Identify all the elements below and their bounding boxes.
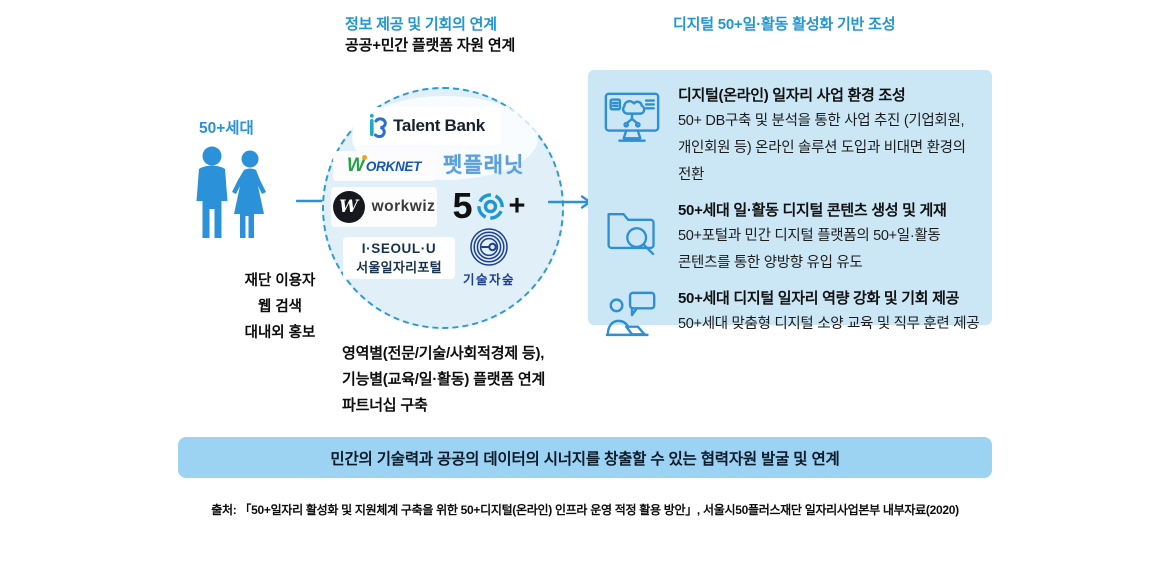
section-subtitle-left: 공공+민간 플랫폼 자원 연계 [345, 37, 516, 54]
seoul-job-portal-label: 서울일자리포털 [356, 259, 442, 275]
panel-item-text: 디지털(온라인) 일자리 사업 환경 조성 50+ DB구축 및 분석을 통한 … [678, 82, 982, 189]
inflow-note-line: 대내외 홍보 [244, 325, 316, 341]
section-title-right: 디지털 50+일·활동 활성화 기반 조성 [673, 16, 896, 33]
worknet-dot-icon [361, 155, 367, 160]
tech-forest-rings-icon [470, 228, 508, 266]
worknet-label: ORKNET [365, 158, 422, 174]
fifty-plus-sign: + [508, 189, 526, 222]
panel-item-body-line: 50+포털과 민간 디지털 플랫폼의 50+일·활동 [678, 228, 941, 244]
person-chat-icon [600, 285, 664, 345]
workwiz-label: workwiz [371, 198, 436, 215]
iseoul-label: I·SEOUL·U [361, 240, 437, 256]
inflow-note-line: 웹 검색 [257, 299, 303, 315]
tech-forest-label: 기술자숲 [462, 273, 515, 287]
folder-search-icon [600, 197, 664, 263]
hub-caption-line: 파트너십 구축 [342, 397, 428, 414]
panel-item-body-line: 개인회원 등) 온라인 솔루션 도입과 비대면 환경의 전환 [678, 140, 966, 183]
fifty-ring-icon [476, 192, 504, 220]
panel-item-title: 50+세대 디지털 일자리 역량 강화 및 기회 제공 [678, 290, 960, 307]
hub-caption: 영역별(전문/기술/사회적경제 등), 기능별(교육/일·활동) 플랫폼 연계 … [342, 341, 545, 419]
logo-tech-forest: 기술자숲 [450, 227, 528, 289]
talent-bank-label: Talent Bank [393, 116, 485, 135]
initiatives-panel: 디지털(온라인) 일자리 사업 환경 조성 50+ DB구축 및 분석을 통한 … [588, 70, 992, 337]
talent-bank-mark-icon [369, 113, 387, 138]
inflow-note: 재단 이용자 웹 검색 대내외 홍보 [206, 268, 354, 346]
monitor-cloud-icon [600, 82, 664, 148]
logo-petplanet: 펫플래닛 [443, 154, 525, 177]
inflow-note-line: 재단 이용자 [244, 273, 316, 289]
workwiz-mark-icon: W [332, 191, 365, 223]
panel-item-title: 50+세대 일·활동 디지털 콘텐츠 생성 및 게재 [678, 202, 947, 219]
source-caption: 출처: 「50+일자리 활성화 및 지원체계 구축을 위한 50+디지털(온라인… [211, 503, 959, 517]
panel-item-body-line: 50+ DB구축 및 분석을 통한 사업 추진 (기업회원, [678, 113, 965, 129]
logo-talent-bank: Talent Bank [353, 107, 501, 145]
section-title-left: 정보 제공 및 기회의 연계 [345, 16, 497, 33]
panel-item-body-line: 50+세대 맞춤형 디지털 소양 교육 및 직무 훈련 제공 [678, 316, 980, 332]
synergy-bar: 민간의 기술력과 공공의 데이터의 시너지를 창출할 수 있는 협력자원 발굴 … [178, 437, 992, 478]
panel-item-title: 디지털(온라인) 일자리 사업 환경 조성 [678, 87, 906, 104]
panel-item-environment: 디지털(온라인) 일자리 사업 환경 조성 50+ DB구축 및 분석을 통한 … [600, 82, 982, 189]
panel-item-training: 50+세대 디지털 일자리 역량 강화 및 기회 제공 50+세대 맞춤형 디지… [600, 285, 982, 345]
logo-seoul50plus: 5 + [437, 183, 541, 229]
hub-caption-line: 기능별(교육/일·활동) 플랫폼 연계 [342, 371, 546, 388]
couple-icon [188, 146, 276, 240]
panel-item-text: 50+세대 일·활동 디지털 콘텐츠 생성 및 게재 50+포털과 민간 디지털… [678, 197, 947, 277]
panel-item-contents: 50+세대 일·활동 디지털 콘텐츠 생성 및 게재 50+포털과 민간 디지털… [600, 197, 982, 277]
logo-workwiz: W workwiz [331, 187, 437, 227]
hub-caption-line: 영역별(전문/기술/사회적경제 등), [342, 345, 545, 362]
logo-worknet: W ORKNET [333, 151, 435, 181]
logo-seoul-job-portal: I·SEOUL·U 서울일자리포털 [343, 237, 455, 279]
fifty-number: 5 [452, 185, 473, 226]
panel-item-body-line: 콘텐츠를 통한 양방향 유입 유도 [678, 255, 863, 271]
panel-item-text: 50+세대 디지털 일자리 역량 강화 및 기회 제공 50+세대 맞춤형 디지… [678, 285, 980, 338]
generation-label: 50+세대 [199, 120, 254, 137]
worknet-w: W [346, 155, 367, 176]
